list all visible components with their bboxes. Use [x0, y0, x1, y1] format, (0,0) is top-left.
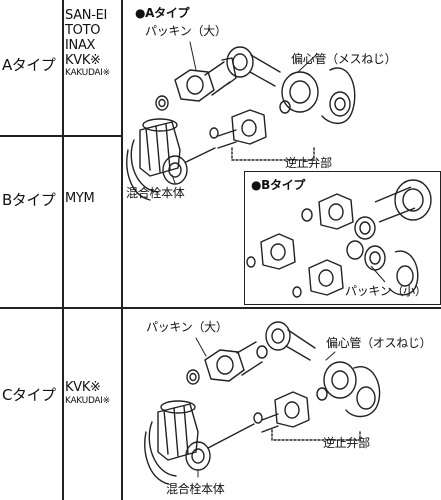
- b-type-illustration: [246, 179, 432, 298]
- a-elbow: [321, 67, 356, 125]
- c-packing-large-washer: [186, 369, 200, 385]
- c-check-valve-bracket: [271, 429, 361, 441]
- a-packing-large-label: パッキン（大）: [145, 24, 227, 38]
- c-eccentric-pipe-male: [265, 321, 381, 418]
- maker-toto: TOTO: [65, 23, 101, 38]
- maker-mym: MYM: [65, 191, 95, 206]
- a-check-valve-bracket: [231, 147, 315, 161]
- maker-san-ei: SAN-EI: [65, 8, 108, 23]
- type-c-label: Cタイプ: [2, 386, 56, 404]
- a-check-valve-assembly: [209, 100, 291, 149]
- b-packing-small-label: パッキン（小）: [345, 284, 427, 298]
- a-type-heading: ●Aタイプ: [135, 6, 190, 20]
- row-divider-2: [0, 307, 441, 309]
- c-hex-fitting: [204, 341, 268, 382]
- row-divider-1: [0, 135, 122, 137]
- b-type-inset: ●Bタイプ パッキン（小）: [244, 171, 441, 305]
- a-packing-large-washer: [155, 95, 169, 111]
- maker-kvk-a: KVK※: [65, 53, 101, 68]
- c-check-valve-assembly: [253, 387, 328, 433]
- a-eccentric-female-label: 偏心管（メスねじ）: [291, 52, 397, 66]
- maker-inax: INAX: [65, 38, 96, 53]
- a-eccentric-pipe-female: [226, 46, 319, 113]
- column-divider-2: [121, 0, 123, 500]
- c-packing-large-label: パッキン（大）: [146, 320, 228, 334]
- a-mixer-body-label: 混合栓本体: [126, 186, 185, 200]
- column-divider-1: [62, 0, 64, 500]
- c-mixer-body-label: 混合栓本体: [166, 482, 225, 496]
- maker-kvk-c: KVK※: [65, 380, 101, 395]
- c-mixer-body: [144, 400, 255, 485]
- type-b-label: Bタイプ: [2, 191, 56, 209]
- type-a-label: Aタイプ: [2, 56, 56, 74]
- maker-kakudai-a: KAKUDAI※: [65, 68, 110, 78]
- c-check-valve-label: 逆止弁部: [323, 436, 370, 450]
- a-check-valve-label: 逆止弁部: [285, 156, 332, 170]
- maker-kakudai-c: KAKUDAI※: [65, 396, 110, 406]
- c-eccentric-male-label: 偏心管（オスねじ）: [326, 336, 432, 350]
- a-mixer-body: [126, 118, 216, 201]
- b-type-heading: ●Bタイプ: [251, 178, 306, 192]
